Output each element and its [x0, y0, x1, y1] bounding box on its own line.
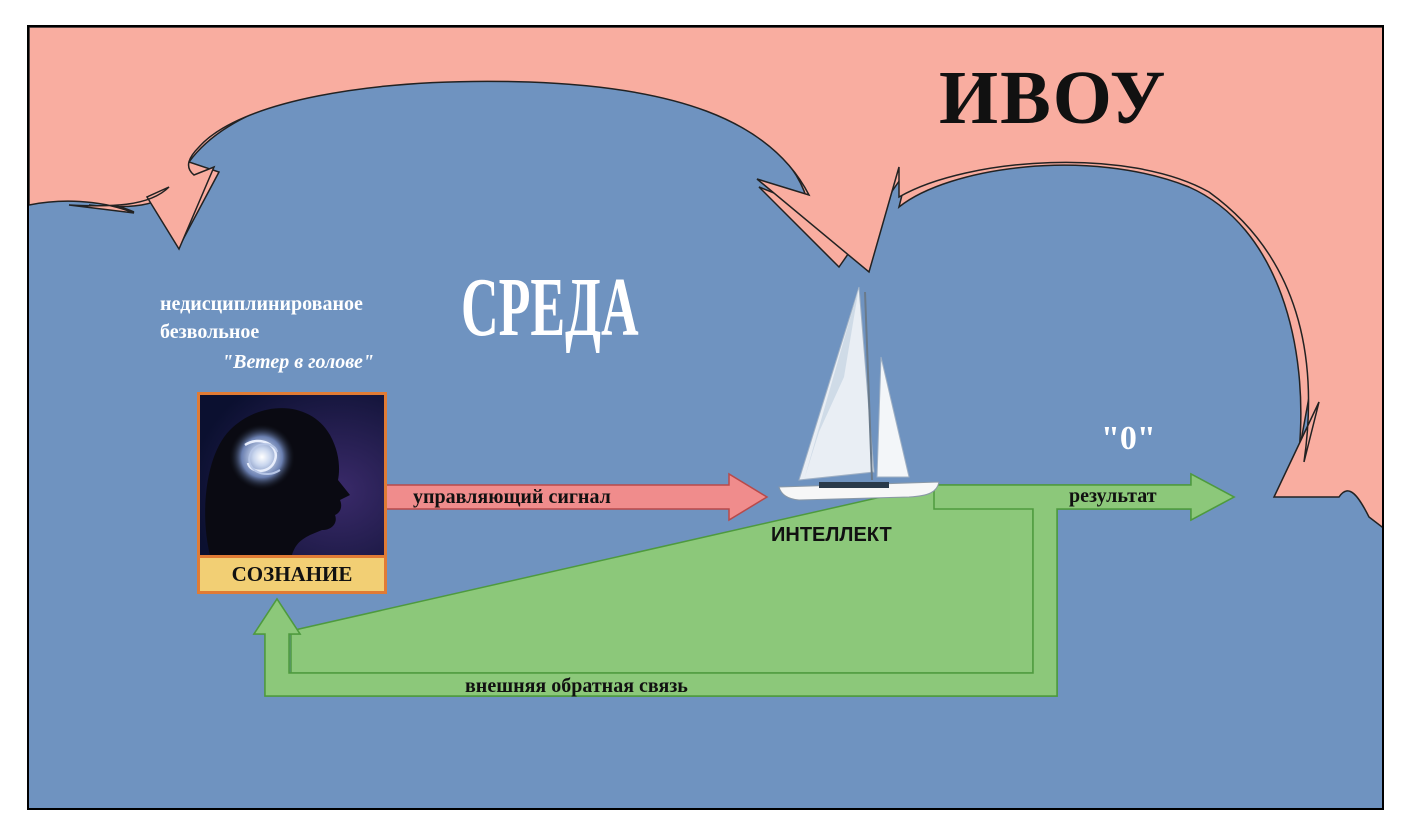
- consciousness-label: СОЗНАНИЕ: [200, 555, 384, 591]
- description-line-3: "Ветер в голове": [222, 351, 374, 373]
- result-label: результат: [1069, 485, 1157, 507]
- result-value: "0": [1101, 420, 1156, 457]
- diagram-title: ИВОУ: [939, 56, 1168, 140]
- feedback-label: внешняя обратная связь: [465, 675, 688, 697]
- intellect-label: ИНТЕЛЛЕКТ: [771, 524, 892, 546]
- consciousness-node: СОЗНАНИЕ: [197, 392, 387, 594]
- head-galaxy-icon: [200, 395, 384, 555]
- environment-label: СРЕДА: [461, 261, 639, 354]
- control-signal-arrow: [385, 472, 769, 522]
- control-signal-label: управляющий сигнал: [413, 486, 611, 508]
- environment-background: [29, 27, 1382, 808]
- diagram-frame: ИВОУ СРЕДА недисциплинированое безвольно…: [27, 25, 1384, 810]
- sailboat-icon: [778, 286, 940, 501]
- description-line-2: безвольное: [160, 321, 260, 343]
- description-line-1: недисциплинированое: [160, 293, 363, 315]
